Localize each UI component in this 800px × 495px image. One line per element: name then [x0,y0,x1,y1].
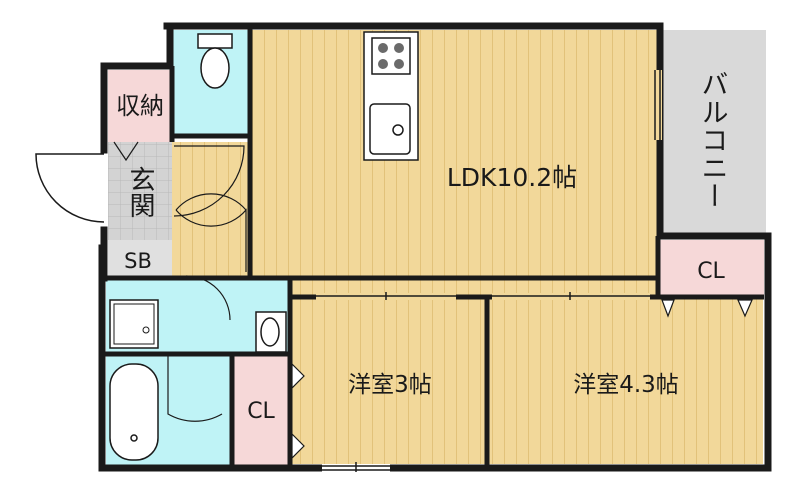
closet-bottom-label: CL [247,399,275,424]
balcony-floor [658,30,766,238]
bedroom-right-label: 洋室4.3帖 [573,372,679,398]
shoe-box-floor [108,240,172,276]
interior-walls [104,28,764,466]
kitchen-sink-icon [369,103,411,155]
storage-floor [108,70,172,142]
ldk-floor [250,30,658,296]
bedroom-right-floor [488,298,763,464]
bedroom-left-label: 洋室3帖 [348,372,432,398]
ldk-label: LDK10.2帖 [447,163,577,192]
entrance-floor [108,142,172,240]
storage-label: 収納 [116,92,164,120]
door-swings [113,141,247,422]
shoe-box-label: SB [124,249,152,273]
window-lines [316,70,661,472]
entrance-label: 玄関 [125,166,155,218]
bedroom-left-floor [290,298,486,464]
wash-basin-icon [255,311,287,353]
closet-bottom-floor [232,356,290,466]
bathtub-icon [109,363,159,461]
closet-right-floor [658,240,764,296]
washer-pan-icon [109,299,159,349]
kitchen-counter [363,31,419,161]
hall-floor [172,142,250,276]
stove-icon [371,37,411,75]
closet-door-marks [291,299,753,460]
balcony-label: バルコニー [697,70,728,210]
front-door-icon [35,153,105,223]
closet-right-label: CL [697,259,725,284]
toilet-icon [197,33,233,89]
